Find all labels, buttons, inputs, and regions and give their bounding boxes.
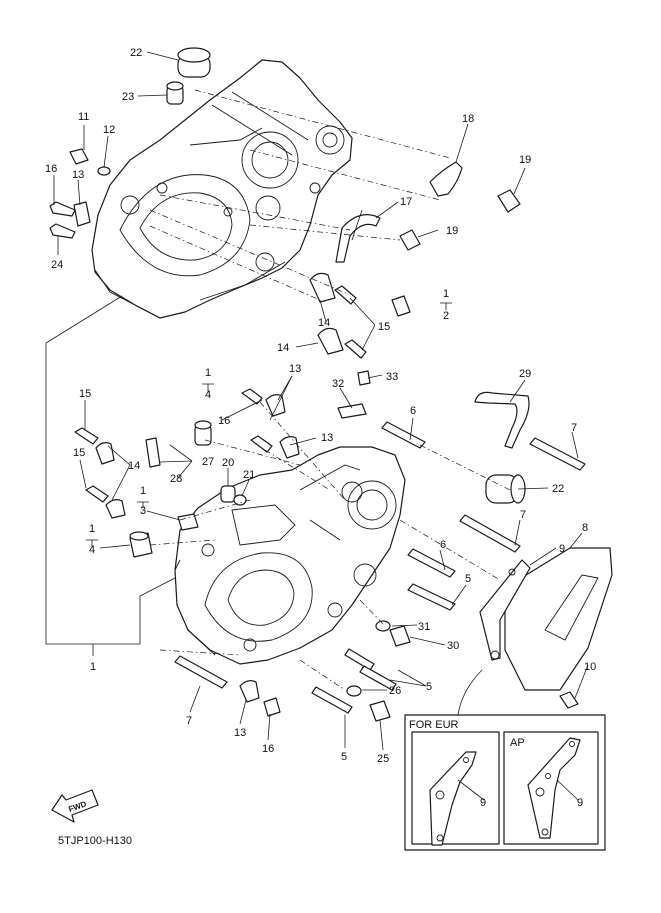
fwd-arrow-icon: FWD	[51, 789, 99, 823]
ap-variant-box	[503, 731, 599, 845]
callout-33: 33	[386, 371, 398, 383]
callout-20: 20	[222, 457, 234, 469]
left-crankcase	[91, 47, 353, 319]
callout-6: 6	[410, 405, 416, 417]
callout-11: 11	[78, 111, 89, 123]
callout-15: 15	[378, 321, 390, 333]
callout-23: 23	[122, 91, 134, 103]
ap-label: AP	[510, 737, 525, 749]
callout-30: 30	[447, 640, 459, 652]
lower-left-parts	[74, 370, 371, 558]
callout-4: 4	[89, 544, 95, 556]
callout-6: 6	[440, 539, 446, 551]
callout-19: 19	[519, 154, 531, 166]
callout-31: 31	[418, 621, 430, 633]
diagram-code: 5TJP100-H130	[58, 835, 132, 847]
callout-13: 13	[321, 432, 333, 444]
callout-15: 15	[73, 447, 85, 459]
callout-32: 32	[332, 378, 344, 390]
callout-1: 1	[140, 485, 146, 497]
callout-25: 25	[377, 753, 389, 765]
callout-13: 13	[72, 169, 84, 181]
callout-14: 14	[318, 317, 330, 329]
callout-22: 22	[552, 483, 564, 495]
callout-5: 5	[465, 573, 471, 585]
callout-5: 5	[426, 681, 432, 693]
callout-14: 14	[128, 460, 140, 472]
callout-28: 28	[170, 473, 182, 485]
callout-1: 1	[90, 661, 96, 673]
callout-13: 13	[289, 363, 301, 375]
callout-10: 10	[584, 661, 596, 673]
callout-4: 4	[205, 389, 211, 401]
callout-labels: 22 23 11 12 16 13 24 18 19 17 19 1 2 14 …	[45, 47, 596, 809]
callout-21: 21	[243, 469, 255, 481]
callout-7: 7	[186, 715, 192, 727]
callout-19: 19	[446, 225, 458, 237]
callout-29: 29	[519, 368, 531, 380]
callout-3: 3	[140, 505, 146, 517]
callout-5: 5	[341, 751, 347, 763]
callout-9: 9	[559, 543, 565, 555]
callout-2: 2	[443, 310, 449, 322]
callout-12: 12	[103, 124, 115, 136]
right-crankcase	[174, 446, 406, 665]
callout-9: 9	[577, 797, 583, 809]
callout-1: 1	[205, 367, 211, 379]
callout-17: 17	[400, 196, 412, 208]
callout-1: 1	[443, 288, 449, 300]
lower-right-parts	[174, 391, 613, 722]
callout-9: 9	[480, 797, 486, 809]
callout-16: 16	[262, 743, 274, 755]
upper-right-parts	[309, 161, 521, 359]
callout-7: 7	[520, 509, 526, 521]
callout-7: 7	[571, 422, 577, 434]
upper-left-fasteners	[49, 148, 111, 239]
for-eur-label: FOR EUR	[409, 719, 459, 731]
callout-22: 22	[130, 47, 142, 59]
callout-24: 24	[51, 259, 63, 271]
callout-16: 16	[218, 415, 230, 427]
callout-16: 16	[45, 163, 57, 175]
callout-15: 15	[79, 388, 91, 400]
callout-8: 8	[582, 522, 588, 534]
callout-18: 18	[462, 113, 474, 125]
callout-26: 26	[389, 685, 401, 697]
callout-27: 27	[202, 456, 214, 468]
callout-13: 13	[234, 727, 246, 739]
callout-14: 14	[277, 342, 289, 354]
callout-1: 1	[89, 523, 95, 535]
